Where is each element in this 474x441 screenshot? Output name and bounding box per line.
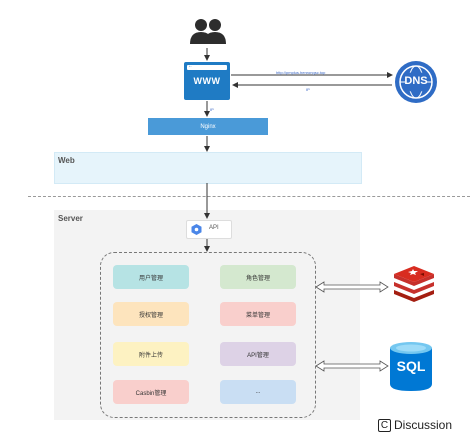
discussion-text: Discussion bbox=[394, 418, 453, 432]
dns-ip-label: IP bbox=[306, 87, 310, 92]
module-label: API管理 bbox=[247, 352, 269, 359]
module-card: 附件上传 bbox=[113, 342, 189, 366]
browser-window: ← WWW bbox=[184, 62, 230, 100]
modules-panel bbox=[100, 252, 316, 418]
browser-address-bar: ← bbox=[187, 63, 227, 70]
discussion-watermark: C Discussion bbox=[378, 418, 452, 432]
module-label: Casbin管理 bbox=[135, 390, 167, 397]
module-card: Casbin管理 bbox=[113, 380, 189, 404]
module-label: 用户管理 bbox=[138, 275, 163, 282]
module-card: 菜单管理 bbox=[220, 302, 296, 326]
module-card: API管理 bbox=[220, 342, 296, 366]
module-card: 授权管理 bbox=[113, 302, 189, 326]
module-label: 附件上传 bbox=[138, 352, 163, 359]
module-label: 菜单管理 bbox=[245, 312, 270, 319]
sql-label: SQL bbox=[396, 358, 426, 374]
dns-globe-icon bbox=[395, 61, 437, 103]
module-label: 授权管理 bbox=[138, 312, 163, 319]
module-label: 角色管理 bbox=[245, 275, 270, 282]
nginx-label: Nginx bbox=[200, 123, 216, 130]
web-zone-label: Web bbox=[58, 156, 75, 165]
domain-url-label: http://pmplus.henrongsc.top bbox=[276, 70, 326, 75]
sql-database-icon bbox=[390, 342, 432, 391]
api-box: API bbox=[186, 220, 232, 239]
server-zone-label: Server bbox=[58, 214, 83, 223]
module-label: ... bbox=[255, 389, 261, 395]
discussion-mark: C bbox=[378, 418, 391, 432]
api-hexagon-icon bbox=[191, 224, 202, 235]
api-label: API bbox=[209, 225, 219, 231]
browser-ip-label: IP bbox=[210, 107, 214, 112]
web-zone bbox=[54, 152, 362, 184]
nginx-bar: Nginx bbox=[148, 118, 268, 135]
users-icon bbox=[190, 19, 226, 44]
redis-icon bbox=[394, 266, 434, 302]
modules-redis-double-arrow bbox=[315, 281, 389, 293]
web-server-divider bbox=[28, 196, 470, 197]
module-card: 角色管理 bbox=[220, 265, 296, 289]
browser-www-label: WWW bbox=[193, 76, 221, 86]
browser-back-icon: ← bbox=[188, 63, 193, 69]
module-card: ... bbox=[220, 380, 296, 404]
dns-label: DNS bbox=[404, 75, 428, 87]
modules-sql-double-arrow bbox=[315, 360, 389, 372]
module-card: 用户管理 bbox=[113, 265, 189, 289]
